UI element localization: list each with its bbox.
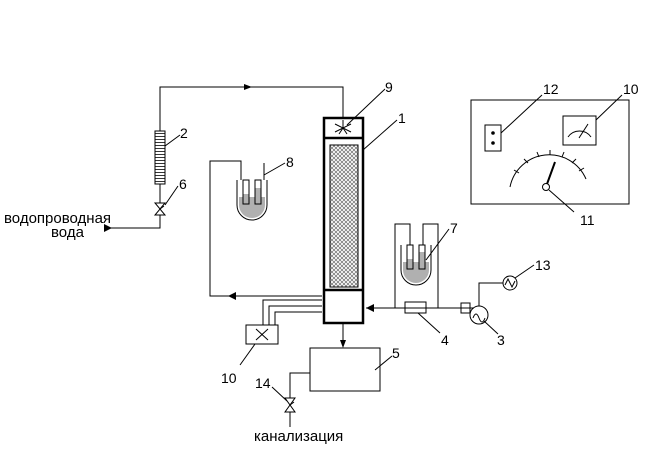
callout-10-box: 10 xyxy=(221,370,237,386)
callout-9: 9 xyxy=(385,79,393,95)
callout-4: 4 xyxy=(441,332,449,348)
callout-6: 6 xyxy=(179,176,187,192)
valve-14 xyxy=(284,397,296,413)
water-supply-label-line1: водопроводная xyxy=(4,210,111,227)
inlet-arrow-icon xyxy=(104,224,112,232)
leader-lines xyxy=(164,88,623,402)
callout-7: 7 xyxy=(450,220,458,236)
meter-10 xyxy=(562,115,597,146)
vessel-5 xyxy=(309,347,381,392)
motor-13 xyxy=(478,275,518,306)
manometer-8 xyxy=(209,160,322,300)
callout-11: 11 xyxy=(580,212,595,228)
callout-1: 1 xyxy=(398,110,406,126)
callout-12: 12 xyxy=(543,81,559,97)
sewer-line xyxy=(284,372,310,427)
water-supply-label-line2: вода xyxy=(51,224,85,241)
callout-2: 2 xyxy=(180,125,188,141)
rotameter-2 xyxy=(154,130,166,185)
callout-10-panel: 10 xyxy=(623,81,639,97)
pressure-arrow-icon xyxy=(228,292,236,300)
drain-arrow-icon xyxy=(340,340,346,348)
control-panel xyxy=(470,99,630,205)
callout-8: 8 xyxy=(286,154,294,170)
callout-13: 13 xyxy=(535,257,551,273)
diaphragm-4 xyxy=(404,301,427,314)
callout-3: 3 xyxy=(497,332,505,348)
sprayer-9 xyxy=(334,120,352,135)
flow-arrow-icon xyxy=(244,84,252,90)
dial-11 xyxy=(509,150,587,191)
sewer-label: канализация xyxy=(254,428,343,445)
water-inlet-line xyxy=(104,84,344,232)
switch-box-10 xyxy=(245,299,322,345)
switch-12 xyxy=(484,124,502,152)
air-line xyxy=(366,304,474,312)
column-1 xyxy=(322,116,365,325)
packing-layer xyxy=(329,144,359,288)
air-arrow-icon xyxy=(366,304,374,312)
callout-5: 5 xyxy=(392,345,400,361)
manometer-7 xyxy=(394,223,439,308)
valve-6 xyxy=(153,202,167,216)
callout-14: 14 xyxy=(255,375,271,391)
blower-3 xyxy=(460,302,489,325)
